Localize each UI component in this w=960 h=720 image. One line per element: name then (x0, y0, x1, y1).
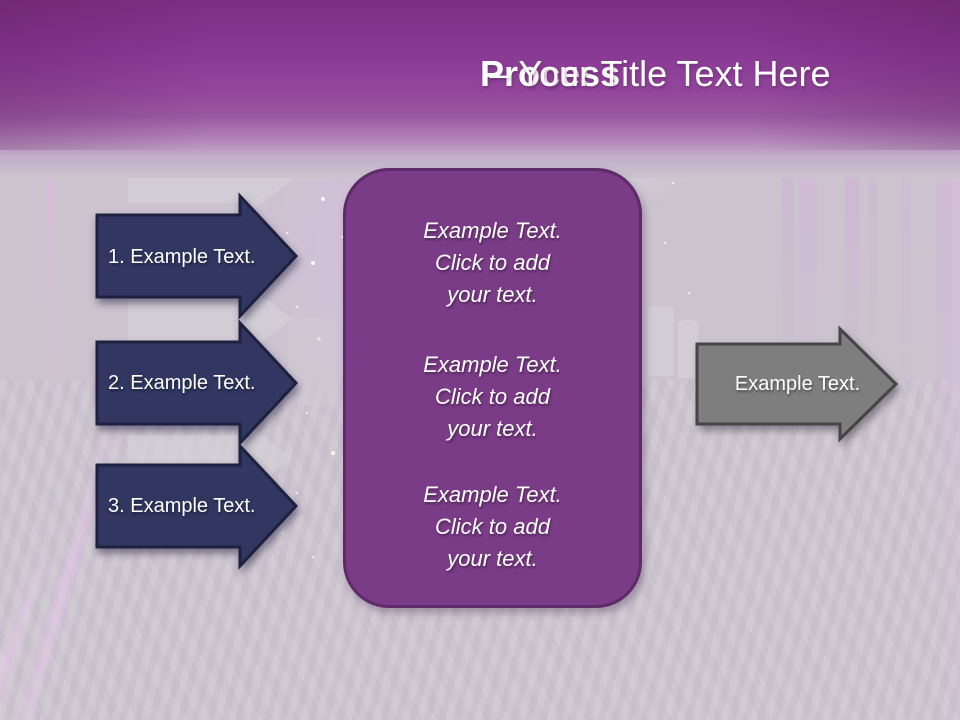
title-text: – Your Title Text Here (489, 53, 831, 94)
panel-text-block[interactable]: Example Text. Click to add your text. (423, 482, 562, 571)
process-arrow-1-label[interactable]: 1. Example Text. (108, 246, 256, 268)
title-banner-shading (0, 0, 960, 150)
process-arrow-2-shape[interactable] (95, 319, 300, 447)
title-banner (0, 0, 960, 178)
forward-arrow-shape[interactable] (695, 325, 900, 443)
building-silhouette (288, 318, 336, 406)
building-silhouette (648, 306, 674, 376)
center-text-panel[interactable]: Example Text. Click to add your text. Ex… (343, 168, 642, 608)
process-arrow-3-shape[interactable] (95, 442, 300, 570)
forward-arrow-label[interactable]: Example Text. (734, 373, 861, 395)
process-arrow-2-label[interactable]: 2. Example Text. (108, 372, 256, 394)
process-arrow-1-shape[interactable] (95, 192, 300, 320)
process-arrow-3-label[interactable]: 3. Example Text. (108, 495, 256, 517)
panel-text-block[interactable]: Example Text. Click to add your text. (423, 218, 562, 307)
panel-text-block[interactable]: Example Text. Click to add your text. (423, 352, 562, 441)
title-keyword: Process (480, 53, 621, 94)
building-silhouette (678, 320, 698, 378)
